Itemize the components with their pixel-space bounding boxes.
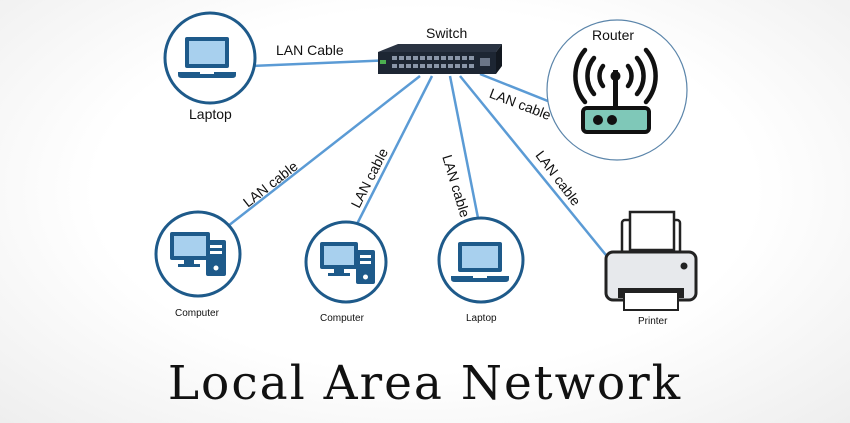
cable-printer bbox=[459, 75, 611, 261]
cable-laptop-bottom bbox=[448, 75, 480, 219]
switch-icon bbox=[378, 44, 502, 74]
cable-computer-mid bbox=[354, 75, 434, 227]
cable-laptop-top bbox=[249, 58, 396, 68]
computer-mid-label: Computer bbox=[320, 313, 364, 324]
cable-label-laptop-top: LAN Cable bbox=[276, 42, 344, 58]
computer-icon bbox=[170, 232, 226, 276]
laptop-bottom-node bbox=[437, 216, 525, 304]
computer-icon bbox=[320, 242, 375, 284]
laptop-icon bbox=[178, 37, 236, 78]
printer-label: Printer bbox=[638, 316, 668, 327]
router-icon bbox=[573, 47, 658, 134]
page-title: Local Area Network bbox=[167, 356, 683, 411]
laptop-bottom-label: Laptop bbox=[466, 313, 497, 324]
cable-computer-left bbox=[227, 75, 421, 227]
computer-left-node bbox=[154, 210, 242, 298]
switch-label: Switch bbox=[426, 25, 468, 41]
computer-mid-node bbox=[304, 220, 388, 304]
computer-left-label: Computer bbox=[175, 308, 219, 319]
router-label: Router bbox=[592, 27, 635, 43]
laptop-icon bbox=[451, 242, 509, 282]
laptop-top-label: Laptop bbox=[189, 106, 232, 122]
printer-icon bbox=[604, 210, 698, 311]
laptop-top-node bbox=[163, 11, 257, 105]
